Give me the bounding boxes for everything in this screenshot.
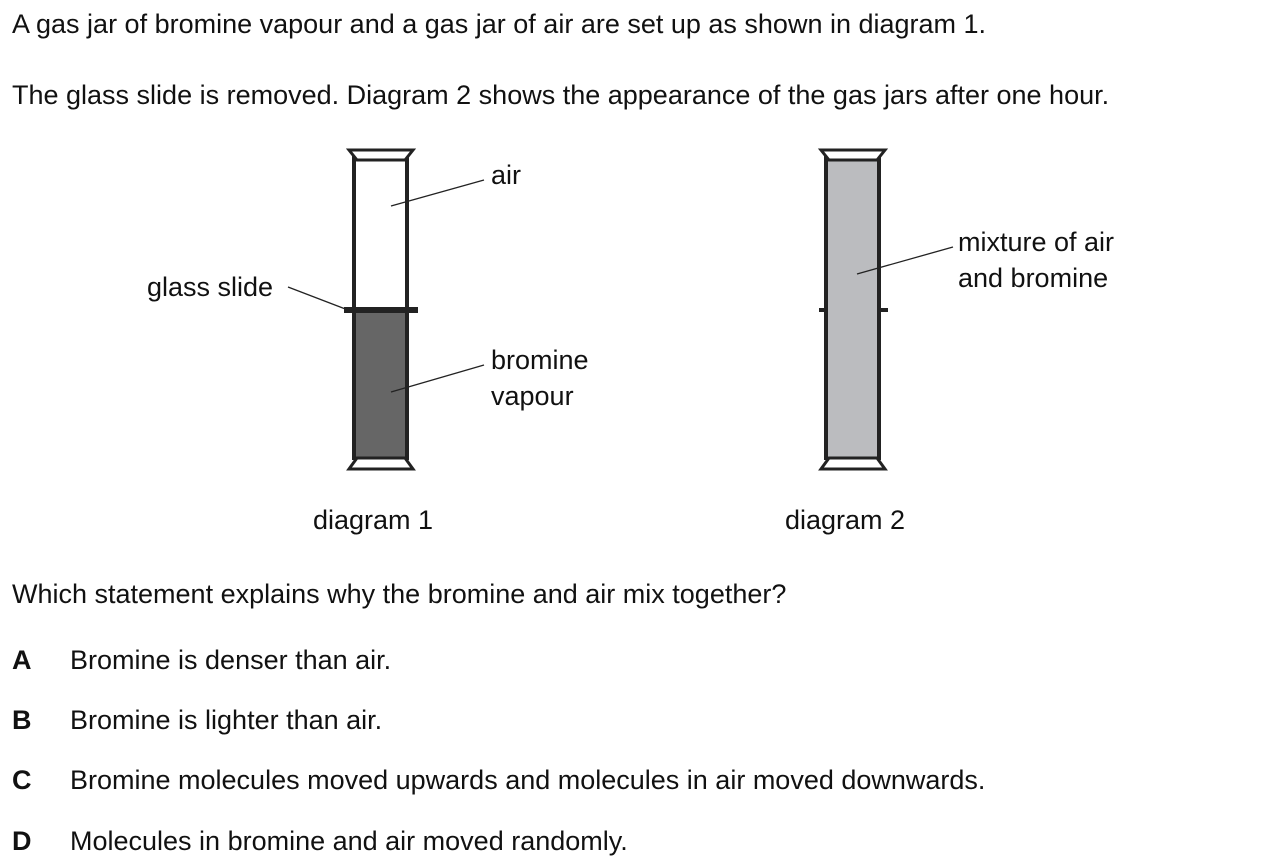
diagram-1-bottom-flange [346, 456, 416, 471]
diagram-1-top-flange [345, 148, 417, 162]
intro-text-1: A gas jar of bromine vapour and a gas ja… [12, 9, 987, 39]
gas-jar-figure: air glass slide bromine vapour diagram 1… [0, 130, 1262, 550]
option-letter: B [12, 705, 32, 735]
diagram-2-jar [817, 148, 954, 471]
diagram-1-air-region [354, 156, 407, 309]
glass-slide-leader-line [287, 286, 349, 311]
intro-text-2: The glass slide is removed. Diagram 2 sh… [12, 80, 1110, 110]
diagram-1-bromine-region [354, 312, 407, 458]
air-leader-line [390, 179, 485, 207]
option-text: Bromine molecules moved upwards and mole… [70, 765, 986, 795]
option-text: Bromine is lighter than air. [70, 705, 383, 735]
mixture-label-line-2: and bromine [958, 263, 1109, 293]
diagram-1-caption: diagram 1 [313, 505, 434, 535]
air-label: air [491, 160, 522, 190]
gas-jar-drawing [287, 148, 954, 471]
mixture-label-line-1: mixture of air [958, 227, 1115, 257]
diagram-2-caption: diagram 2 [785, 505, 906, 535]
option-text: Bromine is denser than air. [70, 645, 392, 675]
diagram-2-bottom-flange [818, 456, 888, 471]
diagram-2-top-flange [817, 148, 889, 162]
option-text: Molecules in bromine and air moved rando… [70, 826, 628, 856]
mixture-leader-line [856, 246, 954, 275]
diagram-1-glass-slide [344, 307, 418, 313]
glass-slide-label: glass slide [147, 272, 274, 302]
diagram-2-mixture-region [826, 156, 879, 458]
bromine-leader-line [390, 364, 485, 393]
diagram-1-jar [287, 148, 485, 471]
option-letter: D [12, 826, 32, 856]
bromine-label-line-2: vapour [491, 381, 574, 411]
question-stem: Which statement explains why the bromine… [12, 579, 787, 609]
option-letter: C [12, 765, 32, 795]
option-letter: A [12, 645, 32, 675]
bromine-label-line-1: bromine [491, 345, 589, 375]
